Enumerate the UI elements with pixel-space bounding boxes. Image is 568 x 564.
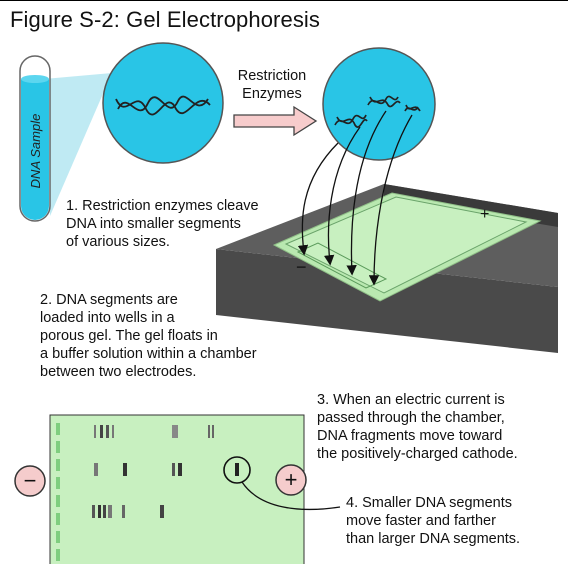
negative-electrode-circle	[14, 465, 46, 497]
band	[178, 463, 182, 476]
band	[122, 505, 125, 518]
caption-line: of various sizes.	[66, 234, 170, 250]
chamber-negative-mark: −	[296, 257, 307, 277]
dna-fragment-medium-b	[369, 96, 401, 108]
caption-line: 2. DNA segments are	[40, 292, 178, 308]
negative-electrode-sign: −	[24, 468, 37, 493]
caption-line: porous gel. The gel floats in	[40, 328, 218, 344]
well	[56, 477, 60, 489]
caption-line: DNA fragments move toward	[317, 428, 503, 444]
figure-title: Figure S-2: Gel Electrophoresis	[10, 7, 321, 32]
band	[103, 505, 106, 518]
negative-electrode: −	[14, 465, 46, 497]
band	[94, 425, 96, 438]
well	[56, 513, 60, 525]
band	[123, 463, 127, 476]
caption-line: passed through the chamber,	[317, 410, 505, 426]
band	[112, 425, 114, 438]
band	[160, 505, 164, 518]
well	[56, 459, 60, 471]
electrophoresis-chamber: − +	[216, 184, 558, 353]
step-3-caption: 3. When an electric current is passed th…	[317, 391, 518, 463]
positive-electrode-sign: +	[285, 467, 298, 492]
step-1-caption: 1. Restriction enzymes cleave DNA into s…	[66, 197, 259, 251]
band	[172, 425, 178, 438]
gel-rectangle	[49, 414, 305, 564]
arrow-label-line2: Enzymes	[242, 86, 302, 102]
caption-line: than larger DNA segments.	[346, 531, 521, 547]
band	[98, 505, 101, 518]
band	[108, 505, 112, 518]
well-row	[296, 242, 388, 289]
liquid-surface	[21, 75, 49, 83]
tube-label: DNA Sample	[28, 114, 43, 189]
step-4-caption: 4. Smaller DNA segments move faster and …	[346, 494, 520, 548]
band	[100, 425, 103, 438]
caption-line: 3. When an electric current is	[317, 392, 505, 408]
gel-top-view	[49, 414, 341, 564]
dna-fragment-large-b	[336, 116, 368, 128]
band	[208, 425, 210, 438]
caption-line: a buffer solution within a chamber	[40, 346, 257, 362]
caption-line: 4. Smaller DNA segments	[346, 495, 513, 511]
chamber-front-face	[216, 249, 558, 353]
dna-fragment-small-b	[405, 104, 421, 112]
block-arrow-shape	[233, 105, 318, 137]
caption-line: loaded into wells in a	[40, 310, 175, 326]
well	[56, 441, 60, 453]
step-2-caption: 2. DNA segments are loaded into wells in…	[40, 291, 257, 381]
band	[106, 425, 109, 438]
band	[92, 505, 95, 518]
cut-dna-circle	[322, 47, 436, 161]
test-tube: DNA Sample	[19, 55, 112, 222]
gel-slab	[284, 196, 528, 294]
tube-to-zoom-cone	[44, 73, 112, 216]
caption-line: the positively-charged cathode.	[317, 446, 518, 462]
caption-line: between two electrodes.	[40, 364, 197, 380]
well	[56, 549, 60, 561]
well	[56, 423, 60, 435]
well	[56, 531, 60, 543]
loading-arrow-3	[346, 110, 387, 276]
intact-dna-circle	[102, 42, 224, 164]
well	[56, 495, 60, 507]
dna-helix-strand-a	[117, 95, 209, 112]
band	[94, 463, 98, 476]
band	[212, 425, 214, 438]
chamber-positive-mark: +	[480, 206, 489, 223]
caption-line: move faster and farther	[346, 513, 496, 529]
dna-helix-strand-b	[115, 98, 211, 116]
positive-electrode: +	[275, 464, 307, 496]
loading-arrow-4	[368, 114, 413, 286]
band	[172, 463, 175, 476]
small-fragment-highlight	[223, 456, 251, 484]
caption-line: DNA into smaller segments	[66, 216, 241, 232]
band	[235, 463, 239, 476]
positive-electrode-circle	[275, 464, 307, 496]
callout-line	[241, 481, 341, 511]
loading-arrows	[297, 110, 413, 286]
arrow-label-line1: Restriction	[238, 68, 307, 84]
tube-liquid	[21, 79, 49, 220]
restriction-enzymes-arrow: Restriction Enzymes	[233, 68, 318, 137]
loading-arrow-2	[323, 126, 361, 266]
caption-line: 1. Restriction enzymes cleave	[66, 198, 259, 214]
loading-arrow-1	[297, 142, 339, 256]
